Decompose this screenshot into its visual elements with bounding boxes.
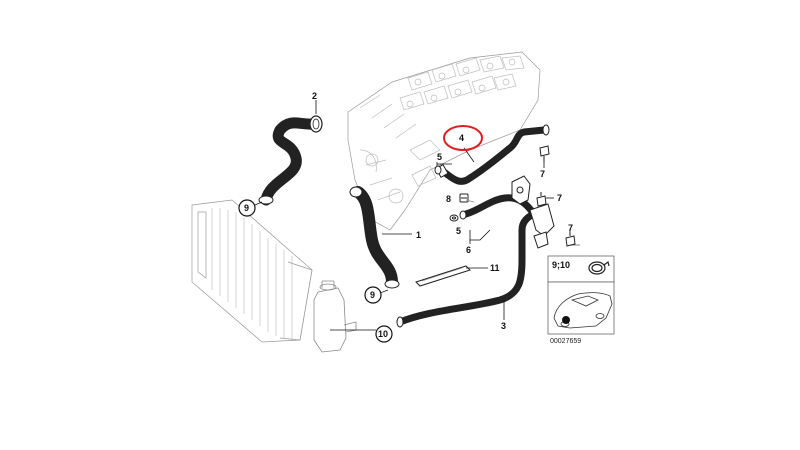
label-8: 8 [446, 194, 451, 204]
label-7-lower: 7 [568, 223, 573, 233]
svg-text:9: 9 [370, 290, 375, 300]
label-4: 4 [459, 133, 464, 143]
diagram-code: 00027659 [550, 338, 581, 345]
svg-text:9: 9 [244, 203, 249, 213]
label-2: 2 [312, 91, 317, 101]
part-11-strip [415, 265, 471, 287]
inset-clamp-box: 9;10 [547, 255, 615, 283]
label-3: 3 [501, 321, 506, 331]
hose-3 [396, 208, 542, 328]
label-7-upper: 7 [540, 169, 545, 179]
label-6: 6 [466, 245, 471, 255]
label-7-middle: 7 [557, 193, 562, 203]
bolt-7 [536, 145, 576, 247]
hose-1 [349, 186, 400, 289]
svg-text:10: 10 [378, 329, 388, 339]
screw-plug-8 [459, 193, 469, 203]
label-11: 11 [490, 263, 500, 273]
hose-6 [459, 194, 538, 220]
label-5-lower: 5 [456, 226, 461, 236]
svg-text:9;10: 9;10 [552, 260, 570, 270]
location-dot-icon [562, 316, 570, 324]
callout-9-lower: 9 [364, 286, 382, 304]
callout-10: 10 [375, 325, 393, 343]
label-5-upper: 5 [437, 152, 442, 162]
callout-9-upper: 9 [238, 199, 256, 217]
label-1: 1 [416, 230, 421, 240]
expansion-tank [313, 280, 357, 353]
hose-clamp-icon [588, 260, 610, 275]
hose-4 [435, 124, 550, 185]
inset-car-box [547, 281, 615, 335]
water-valve [511, 175, 555, 249]
hose-2 [258, 115, 323, 206]
radiator [191, 199, 313, 343]
highlight-circle [443, 125, 483, 151]
o-ring-5 [434, 165, 459, 222]
